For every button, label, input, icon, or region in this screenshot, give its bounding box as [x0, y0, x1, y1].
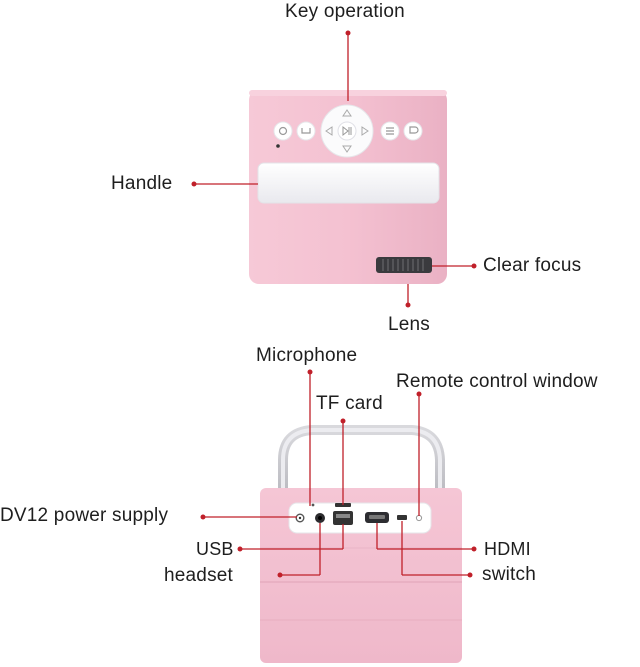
ok-key[interactable] [337, 121, 357, 141]
bottom-leader-lines [200, 369, 477, 578]
label-hdmi: HDMI [484, 539, 531, 559]
focus-wheel[interactable] [376, 257, 432, 273]
label-handle: Handle [111, 173, 173, 194]
projector-top-view [249, 90, 447, 284]
power-icon [278, 126, 288, 136]
handle [257, 162, 440, 204]
port-panel [288, 502, 432, 534]
keypad [273, 104, 423, 158]
right-arrow-icon [361, 126, 369, 136]
label-headset: headset [164, 565, 234, 586]
label-lens: Lens [388, 314, 431, 335]
back-icon [409, 126, 419, 134]
power-key[interactable] [273, 121, 293, 141]
mode-icon [301, 128, 311, 134]
projector-back-view [260, 425, 462, 663]
play-pause-icon [342, 125, 352, 137]
down-arrow-icon [342, 145, 352, 153]
left-arrow-icon [325, 126, 333, 136]
up-arrow-icon [342, 109, 352, 117]
mode-key[interactable] [296, 121, 316, 141]
label-clear-focus: Clear focus [483, 255, 582, 276]
label-remote-control-window: Remote control window [396, 371, 598, 392]
carry-handle [278, 425, 445, 495]
label-switch: switch [482, 564, 536, 585]
power-switch[interactable] [397, 515, 407, 520]
label-tf-card: TF card [316, 393, 383, 414]
menu-icon [386, 127, 394, 135]
label-key-operation: Key operation [285, 1, 405, 22]
back-key[interactable] [403, 121, 423, 141]
label-usb: USB [196, 539, 234, 559]
indicator-light [276, 144, 280, 148]
label-microphone: Microphone [256, 345, 358, 366]
label-dv12-power-supply: DV12 power supply [0, 505, 169, 526]
microphone-hole [311, 503, 315, 507]
top-leader-lines [191, 30, 477, 308]
